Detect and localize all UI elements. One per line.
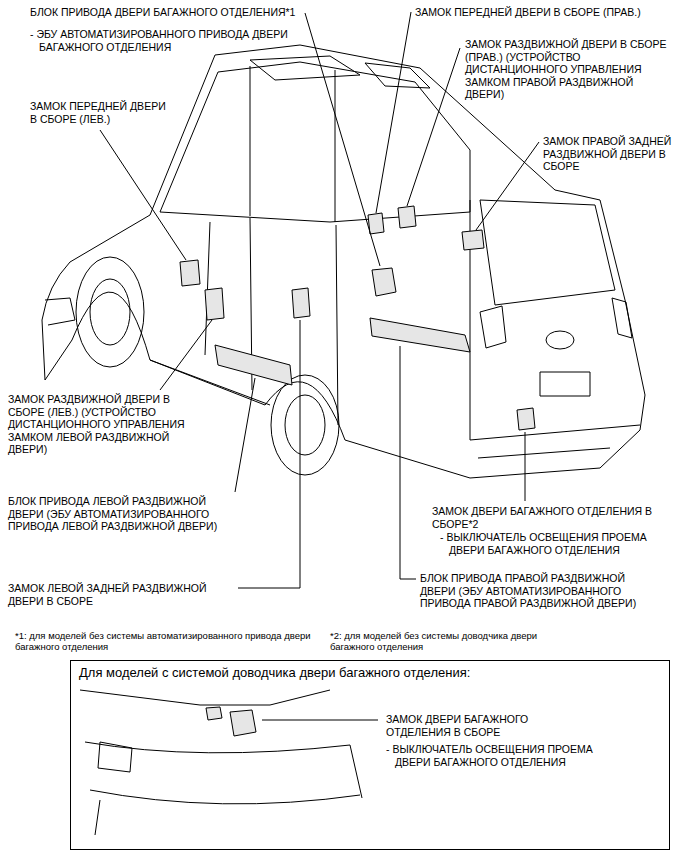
inset-illustration: [80, 690, 378, 835]
car-body: [470, 425, 640, 440]
component-part: [230, 710, 256, 736]
car-body: [90, 279, 130, 345]
car-body: [478, 448, 610, 458]
leader-line: [100, 130, 186, 260]
part-label: ЗАМОК ПРАВОЙ ЗАДНЕЙ РАЗДВИЖНОЙ ДВЕРИ В С…: [543, 135, 673, 173]
component-part: [517, 408, 535, 430]
component-part: [180, 206, 535, 430]
car-body: [335, 70, 336, 222]
inset-illustration: [98, 742, 132, 772]
car-body: [250, 66, 251, 216]
component-part: [370, 318, 470, 352]
leader-line: [400, 346, 416, 579]
inset-illustration: [90, 790, 360, 804]
component-part: [180, 260, 200, 286]
component-part: [292, 288, 310, 318]
part-label: БЛОК ПРИВОДА ЛЕВОЙ РАЗДВИЖНОЙ ДВЕРИ (ЭБУ…: [8, 495, 223, 533]
leader-line: [160, 320, 212, 390]
footnote: *1: для моделей без системы автоматизиро…: [15, 630, 315, 653]
car-body: [45, 298, 75, 325]
component-part: [368, 213, 384, 234]
inset-illustration: [80, 690, 330, 705]
car-body: [540, 372, 590, 396]
part-label: ЗАМОК ЛЕВОЙ ЗАДНЕЙ РАЗДВИЖНОЙ ДВЕРИ В СБ…: [8, 582, 233, 607]
inset-box: Для моделей с системой доводчика двери б…: [70, 660, 670, 850]
inset-illustration: [262, 720, 378, 721]
component-part: [205, 288, 224, 320]
car-body: [250, 56, 360, 80]
car-body: [205, 222, 210, 355]
inset-illustration: [350, 745, 362, 798]
leader-line: [476, 142, 539, 230]
part-label: БЛОК ПРИВОДА ДВЕРИ БАГАЖНОГО ОТДЕЛЕНИЯ*1: [30, 6, 302, 19]
car-body: [285, 395, 325, 455]
note-label: - ВЫКЛЮЧАТЕЛЬ ОСВЕЩЕНИЯ ПРОЕМА ДВЕРИ БАГ…: [386, 743, 595, 768]
inset-heading: Для моделей с системой доводчика двери б…: [79, 665, 659, 681]
note-label: - ВЫКЛЮЧАТЕЛЬ ОСВЕЩЕНИЯ ПРОЕМА ДВЕРИ БАГ…: [440, 531, 679, 556]
part-label: ЗАМОК ДВЕРИ БАГАЖНОГО ОТДЕЛЕНИЯ В СБОРЕ*…: [432, 505, 672, 530]
car-body: [271, 375, 339, 475]
component-part: [398, 206, 416, 228]
car-body: [160, 62, 470, 222]
car-body: [76, 257, 144, 367]
car-body: [365, 63, 430, 88]
part-label: БЛОК ПРИВОДА ПРАВОЙ РАЗДВИЖНОЙ ДВЕРИ (ЭБ…: [420, 572, 650, 610]
footnote: *2: для моделей без системы доводчика дв…: [330, 630, 570, 653]
leader-line: [238, 320, 300, 588]
inset-illustration: [85, 742, 350, 753]
leader-line: [305, 13, 380, 266]
component-part: [215, 345, 292, 385]
part-label: ЗАМОК РАЗДВИЖНОЙ ДВЕРИ В СБОРЕ (ЛЕВ.) (У…: [8, 393, 198, 456]
car-body: [480, 306, 506, 348]
leader-line: [407, 48, 460, 206]
component-part: [206, 707, 222, 720]
part-label: ЗАМОК ПЕРЕДНЕЙ ДВЕРИ В СБОРЕ (ПРАВ.): [415, 6, 687, 19]
part-label: ЗАМОК РАЗДВИЖНОЙ ДВЕРИ В СБОРЕ (ПРАВ.) (…: [465, 38, 670, 101]
component-part: [372, 268, 396, 296]
leader-line: [376, 12, 411, 213]
leader-line: [525, 432, 526, 501]
car-body: [546, 331, 574, 349]
note-label: - ЭБУ АВТОМАТИЗИРОВАННОГО ПРИВОДА ДВЕРИ …: [30, 28, 309, 53]
car-body: [480, 200, 615, 305]
car-body: [336, 225, 338, 425]
part-label: ЗАМОК ДВЕРИ БАГАЖНОГО ОТДЕЛЕНИЯ В СБОРЕ: [386, 713, 586, 738]
part-label: ЗАМОК ПЕРЕДНЕЙ ДВЕРИ В СБОРЕ (ЛЕВ.): [30, 100, 170, 125]
inset-illustration: [95, 800, 100, 835]
component-part: [206, 707, 256, 736]
leader-line: [235, 378, 255, 492]
car-body: [612, 298, 632, 338]
component-part: [462, 230, 484, 250]
